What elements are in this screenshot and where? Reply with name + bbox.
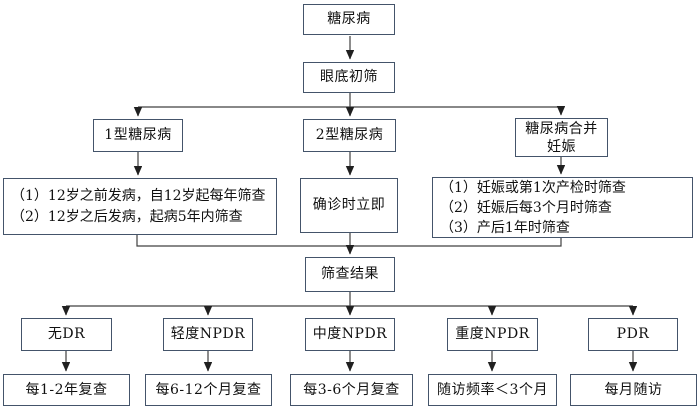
pregnancy-schedule-line2: （2）妊娠后每3个月时筛查 [440, 199, 612, 216]
node-no-dr-followup: 每1-2年复查 [3, 374, 130, 406]
node-diabetes-with-pregnancy-line1: 糖尿病合并 [525, 120, 598, 137]
node-type1-schedule: （1）12岁之前发病，自12岁起每年筛查 （2）12岁之后发病，起病5年内筛查 [3, 178, 277, 235]
node-moderate-npdr: 中度NPDR [305, 318, 395, 351]
type1-schedule-line2: （2）12岁之后发病，起病5年内筛查 [11, 208, 243, 225]
node-type2-schedule: 确诊时立即 [300, 178, 398, 233]
node-no-dr: 无DR [21, 318, 112, 351]
node-type2-diabetes: 2型糖尿病 [303, 119, 396, 152]
node-pregnancy-schedule: （1）妊娠或第1次产检时筛查 （2）妊娠后每3个月时筛查 （3）产后1年时筛查 [432, 177, 693, 238]
node-diabetes-with-pregnancy-line2: 妊娠 [547, 138, 576, 155]
pregnancy-schedule-line3: （3）产后1年时筛查 [440, 219, 570, 236]
pregnancy-schedule-line1: （1）妊娠或第1次产检时筛查 [440, 179, 626, 196]
node-mild-npdr-followup: 每6-12个月复查 [145, 374, 272, 406]
node-severe-npdr-followup: 随访频率＜3个月 [428, 374, 557, 406]
node-diabetes: 糖尿病 [303, 4, 395, 35]
node-mild-npdr: 轻度NPDR [163, 318, 253, 351]
node-fundus-screening: 眼底初筛 [303, 62, 395, 93]
node-pdr-followup: 每月随访 [570, 374, 697, 406]
node-pdr: PDR [588, 318, 678, 351]
node-screening-result: 筛查结果 [305, 257, 395, 292]
node-severe-npdr: 重度NPDR [447, 318, 538, 351]
node-type1-diabetes: 1型糖尿病 [93, 119, 183, 152]
type1-schedule-line1: （1）12岁之前发病，自12岁起每年筛查 [11, 187, 266, 204]
node-diabetes-with-pregnancy: 糖尿病合并 妊娠 [515, 118, 608, 157]
node-moderate-npdr-followup: 每3-6个月复查 [290, 374, 413, 406]
